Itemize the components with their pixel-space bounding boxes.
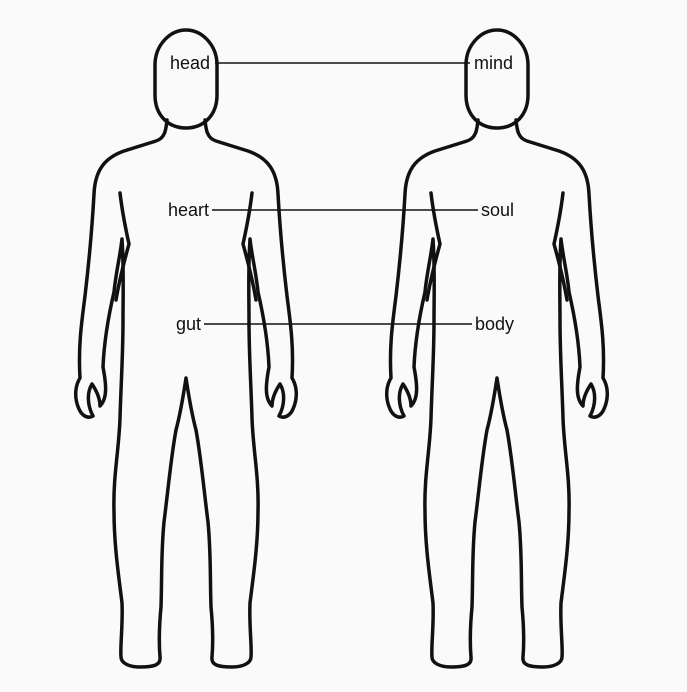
label-heart: heart <box>166 200 210 220</box>
label-body: body <box>474 314 516 334</box>
label-mind: mind <box>473 53 515 73</box>
right-figure-outline <box>384 28 610 669</box>
label-soul: soul <box>480 200 516 220</box>
label-gut: gut <box>174 314 202 334</box>
label-head: head <box>168 53 211 73</box>
left-figure-outline <box>73 28 299 669</box>
